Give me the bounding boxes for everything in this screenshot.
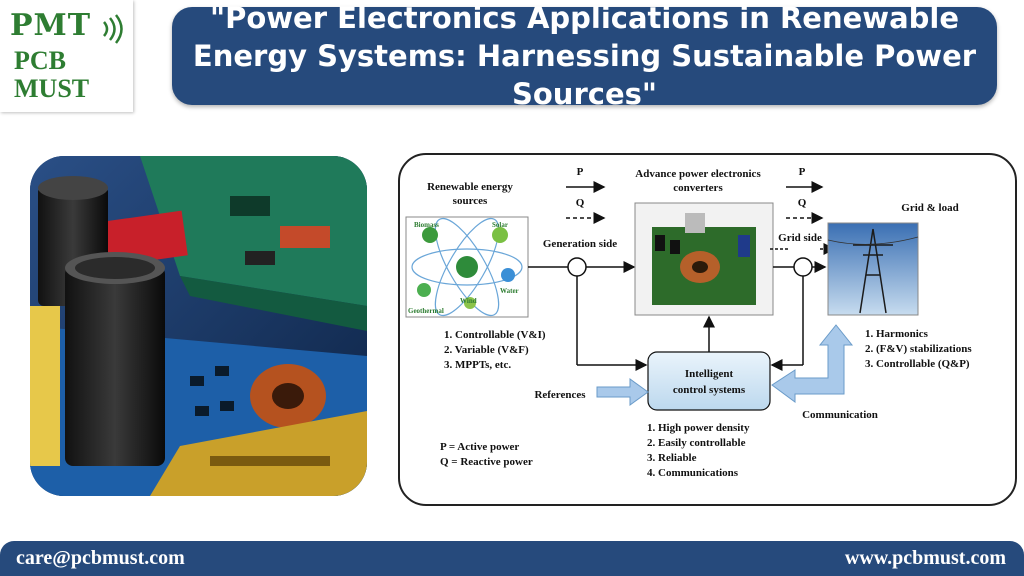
p-label-right: P — [799, 166, 806, 178]
source-wind: Wind — [460, 297, 477, 305]
control-feature-2: 2. Easily controllable — [647, 437, 746, 449]
grid-load-label: Grid & load — [901, 202, 958, 214]
source-biomass: Biomass — [414, 221, 439, 229]
control-label-1: Intelligent — [685, 368, 734, 380]
references-label: References — [534, 389, 586, 401]
grid-side-label: Grid side — [778, 232, 822, 244]
renewable-sources-image: Biomass Solar Water Wind Geothermal — [405, 216, 529, 318]
communication-arrow — [771, 324, 854, 403]
generation-sensor — [567, 257, 587, 277]
communication-label: Communication — [802, 409, 878, 421]
renewable-energy-diagram: Renewable energy sources Biomass Solar W… — [398, 153, 1017, 506]
signal-waves-icon — [103, 14, 123, 44]
grid-sensor — [793, 257, 813, 277]
company-logo: PMT PCB MUST — [0, 0, 133, 112]
converter-label: Advance power electronics — [635, 168, 761, 180]
converter-image — [634, 202, 774, 316]
grid-feature-3: 3. Controllable (Q&P) — [865, 358, 970, 370]
logo-text-must: MUST — [14, 74, 90, 103]
legend-reactive-power: Q = Reactive power — [440, 456, 533, 468]
source-feature-3: 3. MPPTs, etc. — [444, 359, 511, 371]
renewable-sources-label-2: sources — [453, 195, 488, 207]
control-feature-3: 3. Reliable — [647, 452, 697, 464]
source-feature-1: 1. Controllable (V&I) — [444, 329, 546, 341]
q-label-right: Q — [798, 197, 807, 209]
legend-active-power: P = Active power — [440, 441, 519, 453]
source-solar: Solar — [492, 221, 508, 229]
logo-text-pmt: PMT — [10, 8, 92, 43]
pcb-photo — [30, 156, 367, 496]
logo-text-pcb: PCB — [14, 46, 66, 75]
grid-feature-1: 1. Harmonics — [865, 328, 929, 340]
control-feature-4: 4. Communications — [647, 467, 739, 479]
renewable-sources-label: Renewable energy — [427, 181, 513, 193]
control-system-box — [647, 351, 771, 411]
source-feature-2: 2. Variable (V&F) — [444, 344, 529, 356]
title-banner: "Power Electronics Applications in Renew… — [172, 1, 997, 111]
generation-side-label: Generation side — [543, 238, 617, 250]
p-label-left: P — [577, 166, 584, 178]
page-title: "Power Electronics Applications in Renew… — [192, 1, 977, 111]
source-geothermal: Geothermal — [408, 307, 444, 315]
control-feature-1: 1. High power density — [647, 422, 750, 434]
control-label-2: control systems — [673, 384, 746, 396]
footer-bar: care@pcbmust.com www.pcbmust.com — [0, 541, 1024, 576]
pcb-illustration — [30, 156, 367, 496]
references-arrow — [596, 378, 649, 406]
grid-feature-2: 2. (F&V) stabilizations — [865, 343, 972, 355]
footer-website-link[interactable]: www.pcbmust.com — [844, 547, 1006, 569]
source-water: Water — [500, 287, 519, 295]
grid-tower-image — [827, 222, 919, 316]
diagram-canvas: Renewable energy sources Biomass Solar W… — [405, 166, 972, 479]
converter-label-2: converters — [673, 182, 723, 194]
footer-email-link[interactable]: care@pcbmust.com — [16, 547, 185, 569]
q-label-left: Q — [576, 197, 585, 209]
